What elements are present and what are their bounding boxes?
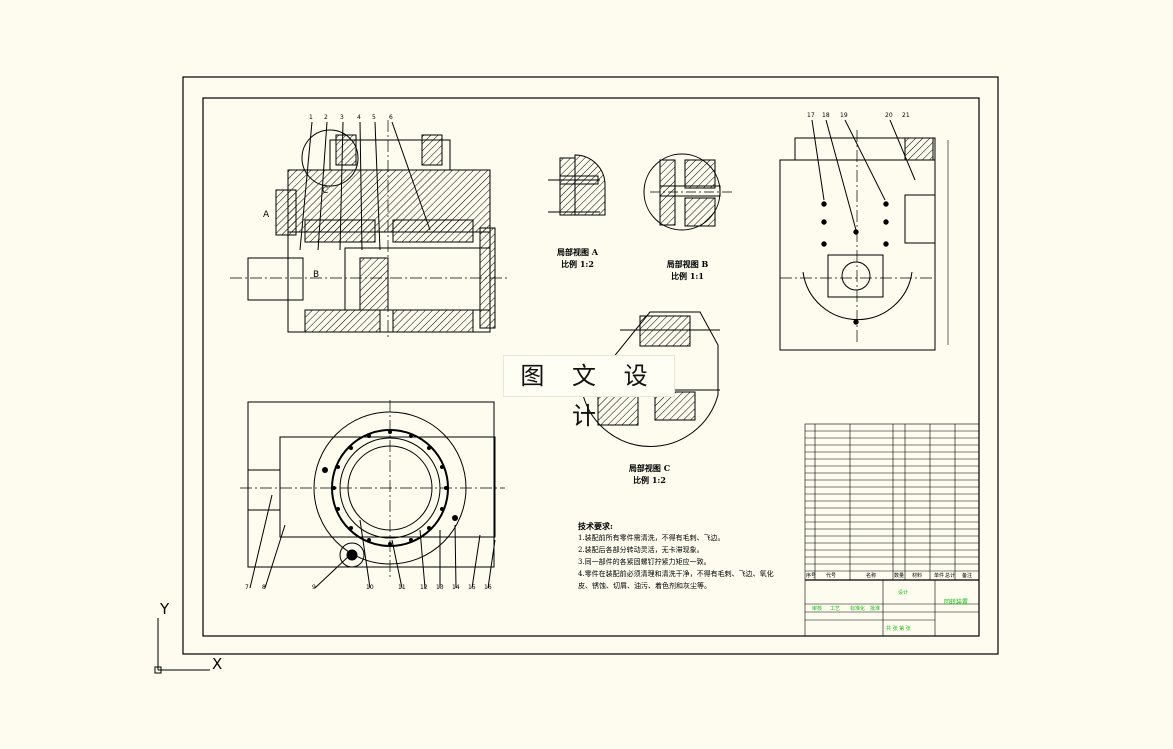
tb-header-material: 材料 xyxy=(912,573,923,579)
top-view xyxy=(240,400,505,589)
bolt-circle xyxy=(322,430,458,546)
part-number: 17 xyxy=(807,112,815,119)
ucs-icon xyxy=(154,618,210,674)
detail-view-c xyxy=(582,311,720,447)
part-number: 9 xyxy=(312,584,316,591)
part-number: 21 xyxy=(902,112,910,119)
part-number: 12 xyxy=(420,584,428,591)
section-marker-c: C xyxy=(322,186,329,196)
tb-header-total: 总计 xyxy=(945,573,956,579)
part-number: 7 xyxy=(245,584,249,591)
inner-border xyxy=(202,97,980,637)
section-marker-a: A xyxy=(263,210,270,220)
tech-heading: 技术要求: xyxy=(578,521,613,531)
part-number: 18 xyxy=(822,112,830,119)
section-marker-b: B xyxy=(313,270,320,280)
watermark: 图 文 设 计 xyxy=(503,355,675,430)
ucs-x-label: X xyxy=(212,655,223,673)
tb-approve: 批准 xyxy=(870,606,881,612)
part-number: 6 xyxy=(389,114,393,121)
tb-header-name: 名称 xyxy=(866,573,877,579)
part-number: 11 xyxy=(398,584,406,591)
tb-checker: 审核 xyxy=(812,606,823,612)
tech-line: 3.同一部件的各紧固螺钉拧紧力矩应一致。 xyxy=(578,558,711,566)
part-number: 20 xyxy=(885,112,893,119)
part-number: 4 xyxy=(357,114,361,121)
tb-drawing-name: 回转装置 xyxy=(944,599,969,606)
tech-line: 2.装配后各部分转动灵活，无卡滞现象。 xyxy=(578,546,704,554)
tb-sheet-info: 共 张 第 张 xyxy=(886,626,911,632)
detail-view-a xyxy=(548,154,606,216)
part-number: 3 xyxy=(340,114,344,121)
part-number: 15 xyxy=(468,584,476,591)
ucs-y-label: Y xyxy=(160,600,170,618)
detail-view-b xyxy=(643,153,735,231)
part-number: 10 xyxy=(366,584,374,591)
part-number: 8 xyxy=(262,584,266,591)
part-number: 5 xyxy=(372,114,376,121)
tb-process: 工艺 xyxy=(830,606,841,612)
part-number: 14 xyxy=(452,584,460,591)
outer-border xyxy=(182,76,999,655)
tb-header-qty: 数量 xyxy=(894,573,905,579)
tb-header-unit: 单件 xyxy=(934,573,945,579)
tb-header-code: 代号 xyxy=(826,573,837,579)
tech-line: 4.零件在装配前必须清理和清洗干净，不得有毛刺、飞边、氧化皮、锈蚀、切屑、油污、… xyxy=(578,570,774,590)
tb-designer: 设计 xyxy=(898,590,909,596)
part-number: 13 xyxy=(436,584,444,591)
part-number: 1 xyxy=(309,114,313,121)
side-view xyxy=(779,119,949,351)
tb-standard: 标准化 xyxy=(850,606,866,612)
tb-header-index: 序号 xyxy=(806,573,817,579)
title-block xyxy=(804,423,980,637)
part-number: 2 xyxy=(324,114,328,121)
part-number: 19 xyxy=(840,112,848,119)
part-number: 16 xyxy=(484,584,492,591)
front-section-view xyxy=(230,120,510,340)
tb-header-remark: 备注 xyxy=(962,573,973,579)
technical-requirements: 技术要求: 1.装配前所有零件需清洗，不得有毛刺、飞边。 2.装配后各部分转动灵… xyxy=(578,520,778,592)
tech-line: 1.装配前所有零件需清洗，不得有毛刺、飞边。 xyxy=(578,534,725,542)
